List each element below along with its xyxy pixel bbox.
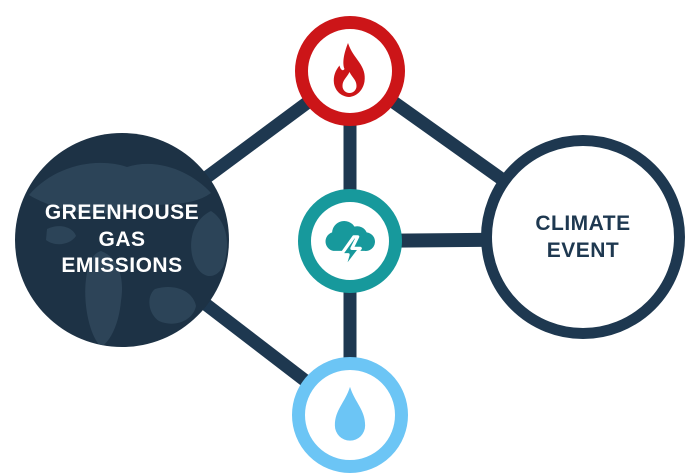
climate-label-line2: EVENT <box>546 239 620 262</box>
node-fire <box>295 16 405 126</box>
fire-icon <box>333 43 365 97</box>
node-storm <box>298 189 402 293</box>
emissions-label-line3: EMISSIONS <box>61 254 183 278</box>
node-droplet <box>292 357 408 473</box>
emissions-label-line2: GAS <box>98 227 146 251</box>
node-climate-event: CLIMATE EVENT <box>481 135 685 339</box>
storm-cloud-lightning-icon <box>325 220 375 272</box>
water-droplet-icon <box>334 386 366 441</box>
node-greenhouse-gas-emissions: GREENHOUSE GAS EMISSIONS <box>15 133 229 347</box>
emissions-label-line1: GREENHOUSE <box>44 200 200 224</box>
climate-label-line1: CLIMATE <box>535 211 631 235</box>
emissions-label: GREENHOUSE GAS EMISSIONS <box>45 200 199 281</box>
globe-earth-icon <box>29 162 227 347</box>
climate-label: CLIMATE EVENT <box>535 210 630 265</box>
